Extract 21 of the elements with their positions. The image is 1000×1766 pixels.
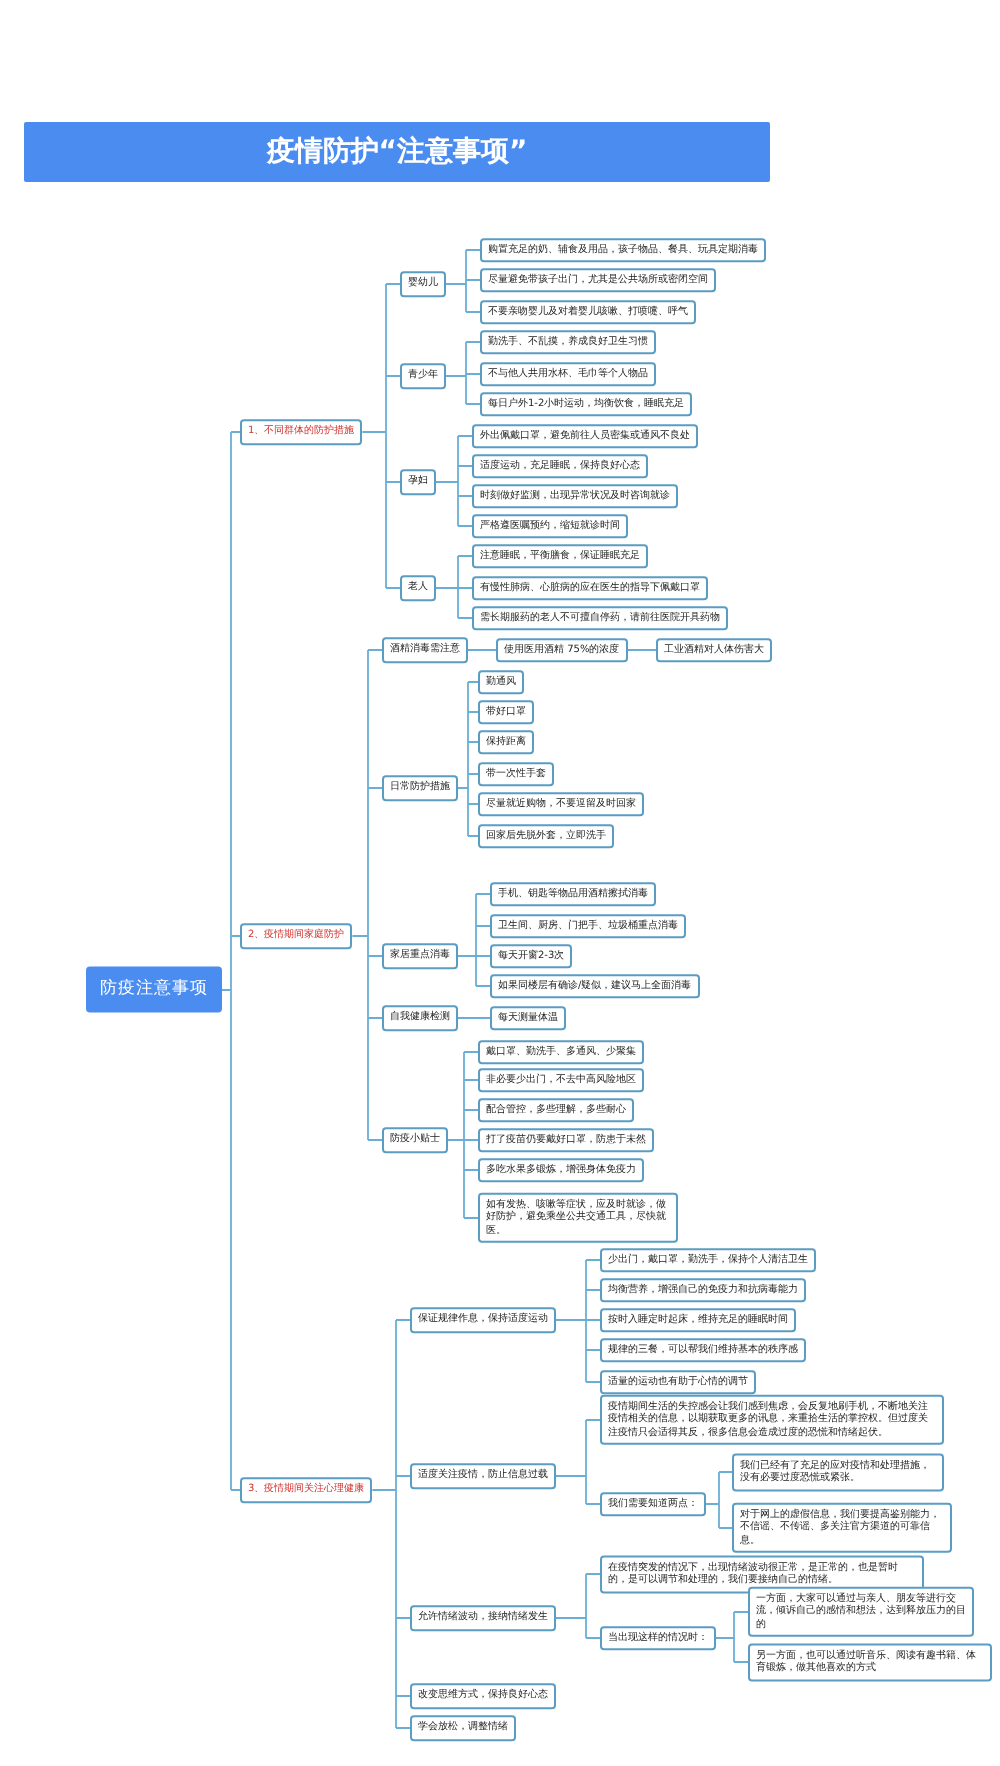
connector-line (457, 893, 491, 987)
connector-line (555, 1259, 601, 1383)
connector-line (467, 649, 497, 651)
connector-line (626, 649, 657, 651)
connector-line (715, 1611, 749, 1663)
connector-line (371, 1319, 411, 1729)
connector-line (445, 341, 481, 405)
connector-line (447, 1051, 479, 1219)
connector-line (221, 431, 241, 1491)
connector-line (705, 1471, 733, 1529)
connector-line (445, 249, 481, 313)
root-topic-box: 防疫注意事项 (86, 966, 222, 1014)
title-bar: 疫情防护“注意事项” (24, 122, 770, 182)
connector-line (435, 555, 473, 619)
connector-line (361, 283, 401, 589)
connector-line (351, 649, 383, 1141)
connector-line (555, 1419, 601, 1505)
connector-line (457, 1017, 491, 1019)
connector-line (457, 681, 479, 837)
connector-line (435, 435, 473, 527)
connector-line (555, 1573, 601, 1639)
